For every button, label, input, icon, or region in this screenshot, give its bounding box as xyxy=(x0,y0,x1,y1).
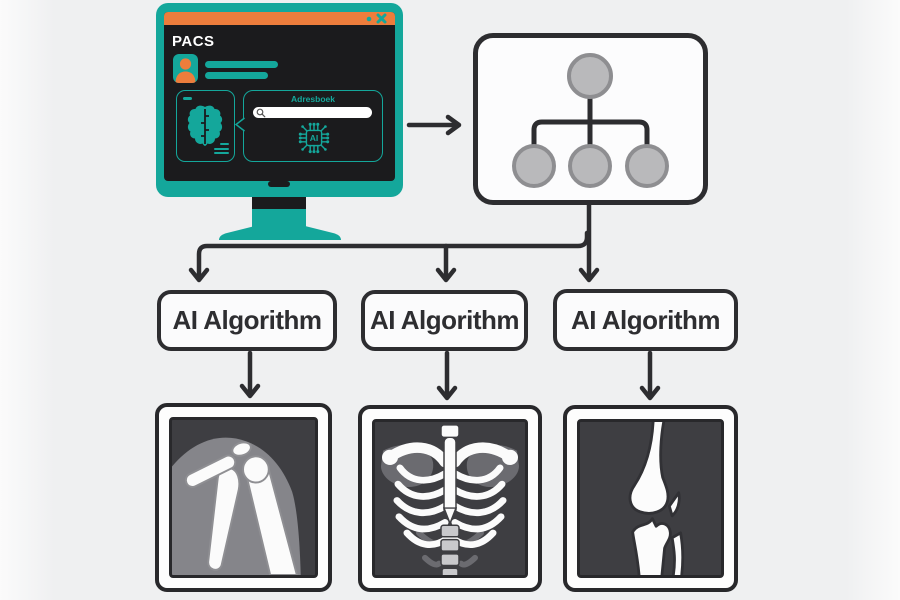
text-line-bar xyxy=(205,72,268,79)
xray-panel-chest xyxy=(358,405,542,592)
app-title: PACS xyxy=(172,33,215,50)
arrowhead-right-icon xyxy=(445,114,462,136)
brain-icon xyxy=(187,105,223,146)
monitor-stand-shadow xyxy=(252,196,306,209)
xray-panel-knee xyxy=(563,405,738,592)
arrowhead-down-icon xyxy=(436,385,458,401)
line-distribution xyxy=(196,230,590,281)
scan-annotation-lines xyxy=(214,143,229,154)
arrowhead-down-icon xyxy=(639,385,661,401)
addressbook-bubble: Adresboek xyxy=(235,90,383,162)
hierarchy-child-node xyxy=(568,144,612,188)
ai-chip-icon: AI xyxy=(298,122,330,154)
pacs-monitor: PACS xyxy=(156,3,403,243)
ai-chip-label: AI xyxy=(310,133,319,143)
hierarchy-tree xyxy=(512,53,669,188)
scan-corner-mark xyxy=(183,97,192,100)
addressbook-label: Adresboek xyxy=(291,94,335,104)
search-icon xyxy=(256,108,266,117)
ai-algorithm-label: AI Algorithm xyxy=(172,305,322,335)
patient-avatar-icon xyxy=(173,54,198,83)
knee-xray-image xyxy=(577,419,724,578)
bubble-tail xyxy=(235,117,245,132)
dot-icon[interactable] xyxy=(366,16,372,22)
shoulder-xray-image xyxy=(169,417,318,578)
pacs-screen: PACS xyxy=(164,12,395,181)
ai-algorithm-box-3: AI Algorithm xyxy=(553,289,738,351)
ai-algorithm-box-2: AI Algorithm xyxy=(361,290,528,351)
monitor-power-button[interactable] xyxy=(268,181,290,187)
arrowhead-down-icon xyxy=(188,267,210,283)
text-line-bar xyxy=(205,61,278,68)
monitor-frame: PACS xyxy=(156,3,403,197)
hierarchy-root-node xyxy=(567,53,613,99)
hierarchy-child-node xyxy=(625,144,669,188)
monitor-titlebar xyxy=(164,12,395,25)
arrowhead-down-icon xyxy=(239,383,261,399)
chest-xray-image xyxy=(372,419,528,578)
arrowhead-down-icon xyxy=(435,267,457,283)
hierarchy-box xyxy=(473,33,708,205)
hierarchy-child-node xyxy=(512,144,556,188)
search-input[interactable] xyxy=(253,107,372,118)
ai-algorithm-label: AI Algorithm xyxy=(369,305,520,335)
arrowhead-down-icon xyxy=(578,267,600,283)
close-x-icon[interactable] xyxy=(376,13,387,24)
monitor-stand-base xyxy=(219,225,341,240)
ai-algorithm-box-1: AI Algorithm xyxy=(157,290,337,351)
xray-panel-shoulder xyxy=(155,403,332,592)
brain-scan-panel xyxy=(176,90,235,162)
ai-algorithm-label: AI Algorithm xyxy=(570,304,721,335)
